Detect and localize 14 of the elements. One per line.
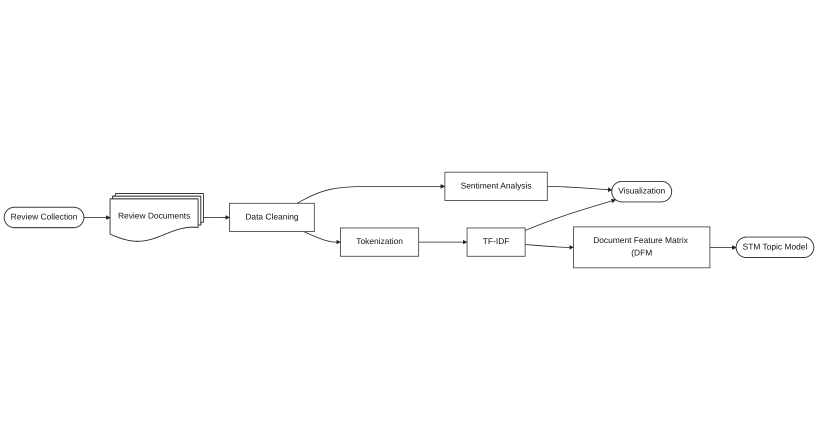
arrow [524, 244, 574, 250]
node-box: Document Feature Matrix (DFM [573, 226, 710, 268]
arrow [84, 215, 111, 220]
node-box: Tokenization [340, 228, 420, 257]
arrow [546, 186, 612, 192]
node-box: Data Cleaning [229, 202, 315, 232]
node-box: TF-IDF [466, 228, 526, 257]
arrow [296, 184, 446, 204]
arrow [524, 198, 616, 231]
arrow [418, 240, 468, 244]
node-box: Sentiment Analysis [444, 172, 548, 201]
arrow [203, 215, 230, 220]
arrow [710, 245, 737, 250]
arrow [303, 231, 341, 244]
